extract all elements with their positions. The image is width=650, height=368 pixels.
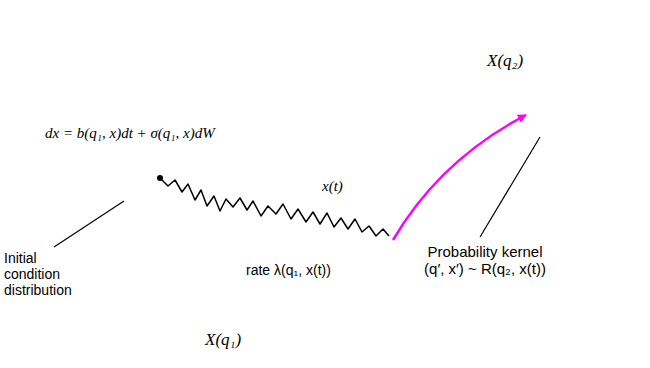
callout-label: Initial condition distribution (4, 250, 89, 298)
region-label: X(q₁) (205, 330, 241, 350)
sample-path (160, 178, 389, 236)
region-node: dx = b(q₁, x)dt + σ(q₁, x)dW x(t) rate λ(q… (0, 30, 400, 368)
rate-label: rate λ(q₁, x(t)) (246, 262, 331, 278)
region-outline (465, 15, 645, 175)
guard-boundary (382, 185, 391, 298)
leader-line (54, 201, 124, 247)
callout-label: Probability kernel (q′, x′) ~ R(q₂, x(t)… (395, 243, 575, 278)
label-line: Probability kernel (395, 243, 575, 260)
region-label: X(q₂) (487, 51, 523, 71)
initial-set (118, 168, 174, 210)
leader-line (480, 137, 540, 237)
label-line: (q′, x′) ~ R(q₂, x(t)) (395, 260, 575, 277)
region-outline (0, 30, 400, 368)
transition-arrow (393, 115, 526, 240)
path-label: x(t) (322, 178, 343, 195)
target-set (525, 94, 581, 136)
state-region (477, 22, 637, 172)
sde-equation: dx = b(q₁, x)dt + σ(q₁, x)dW (45, 125, 215, 142)
start-dot (157, 175, 163, 181)
region-node: X(q₂) (465, 15, 645, 175)
state-region (3, 38, 391, 363)
